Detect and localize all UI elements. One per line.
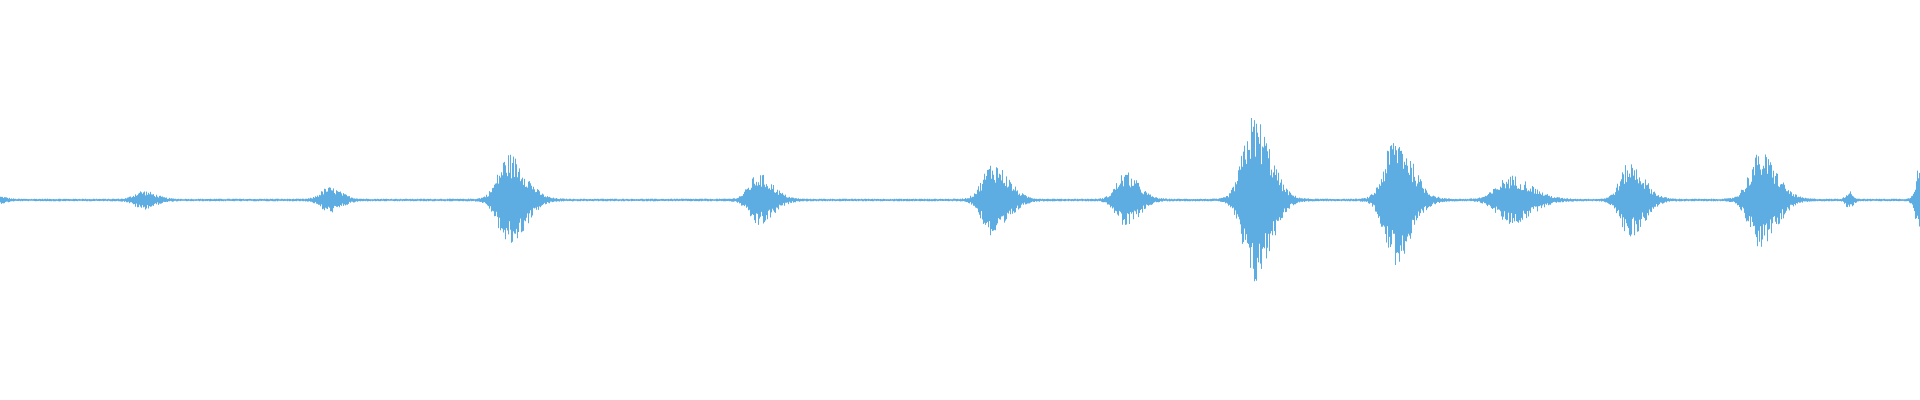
waveform-path [0, 118, 1920, 282]
waveform-samples [0, 118, 1920, 282]
